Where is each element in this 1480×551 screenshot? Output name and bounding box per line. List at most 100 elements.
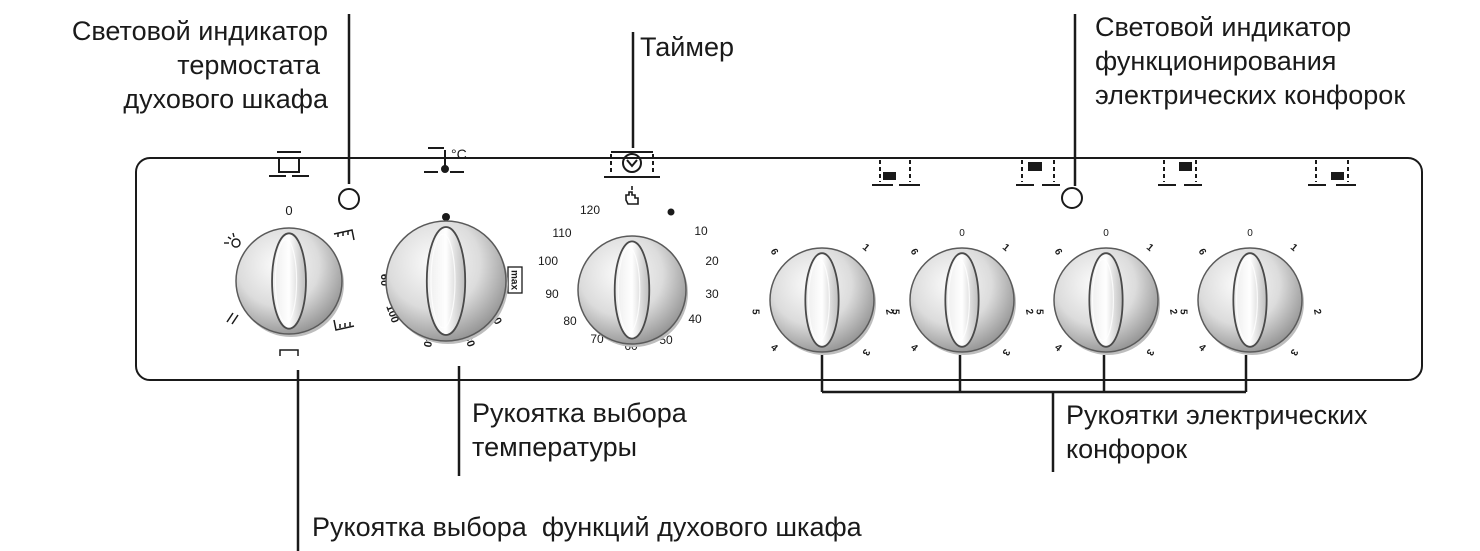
hob-mark: 6 — [1196, 247, 1209, 258]
hob-mark: 2 — [1311, 308, 1323, 316]
hob-knob-1[interactable] — [769, 247, 876, 355]
oven-lamp-icon — [224, 232, 241, 248]
hob-mark: 5 — [889, 309, 900, 315]
hob-mark: 4 — [1196, 342, 1208, 354]
hob-mark: 2 — [1023, 308, 1035, 316]
timer-mark: 30 — [705, 287, 719, 301]
timer-mark: 90 — [545, 287, 559, 301]
timer-mark: 100 — [538, 254, 558, 268]
callout-hob-knobs: Рукоятки электрических конфорок — [1066, 398, 1368, 466]
oven-function-knob[interactable] — [235, 227, 344, 337]
thermometer-icon — [424, 147, 464, 173]
knob-grip — [804, 252, 840, 348]
knob-grip-highlight — [617, 247, 641, 333]
callout-line: Рукоятка выбора — [472, 398, 687, 428]
hob-mark: 4 — [768, 342, 780, 354]
hob-mark: 1 — [860, 242, 872, 254]
knob-grip — [1088, 252, 1124, 348]
knob-grip — [944, 252, 980, 348]
temperature-off-dot — [442, 213, 450, 221]
top-bottom-heat-icon — [333, 229, 355, 241]
callout-oven-thermostat-light: Световой индикатор термостата духового ш… — [72, 14, 328, 116]
manual-hand-icon — [625, 186, 639, 205]
callout-line: температуры — [472, 432, 638, 462]
temperature-mark: max — [508, 270, 519, 290]
hob-mark: 5 — [1177, 309, 1188, 315]
hob-function-light — [1061, 187, 1083, 209]
callout-line: функционирования — [1095, 46, 1337, 76]
function-knob-zero-mark: 0 — [285, 203, 292, 218]
callout-hob-function-light: Световой индикатор функционирования элек… — [1095, 10, 1405, 112]
callout-line: термостата — [177, 50, 320, 80]
knob-grip-highlight — [1235, 258, 1258, 342]
oven-thermostat-light — [338, 188, 360, 210]
timer-mark: 120 — [580, 203, 600, 217]
callout-line: электрических конфорок — [1095, 80, 1406, 110]
fan-heat-icon — [226, 312, 239, 325]
hob-mark: 3 — [859, 347, 872, 358]
callout-line: Световой индикатор — [71, 16, 328, 46]
callout-line: Рукоятки электрических — [1066, 400, 1368, 430]
timer-mark: 80 — [563, 314, 577, 328]
knob-grip-highlight — [807, 258, 830, 342]
hob-zone-rear-right-icon — [1158, 157, 1202, 186]
hob-mark: 3 — [1143, 347, 1156, 358]
callout-line: конфорок — [1066, 434, 1188, 464]
callout-line: духового шкафа — [123, 84, 328, 114]
hob-mark: 5 — [749, 309, 760, 315]
hob-mark: 1 — [1000, 242, 1012, 254]
hob-mark: 1 — [1288, 242, 1300, 254]
grill-icon — [279, 349, 299, 356]
callout-line: Световой индикатор — [1095, 12, 1352, 42]
hob-mark: 6 — [908, 247, 921, 258]
callout-oven-function-knob: Рукоятка выбора функций духового шкафа — [312, 512, 862, 542]
hob-mark: 6 — [1052, 247, 1065, 258]
hob-zone-rear-left-icon — [1016, 157, 1060, 186]
timer-mark: 110 — [552, 226, 571, 240]
hob-zone-front-left-icon — [872, 157, 920, 186]
hob-mark: 3 — [999, 347, 1012, 358]
timer-mark: 70 — [590, 332, 604, 346]
knob-grip — [425, 226, 467, 336]
leader-hob-knobs-bracket — [820, 355, 1248, 472]
hob-zero-mark: 0 — [959, 228, 965, 239]
hob-knob-3[interactable] — [1053, 247, 1160, 355]
timer-knob[interactable] — [577, 235, 688, 347]
hob-mark: 2 — [1167, 308, 1179, 316]
hob-mark: 3 — [1287, 347, 1300, 358]
timer-clock-icon — [604, 151, 660, 178]
oven-function-symbol-icon — [269, 151, 309, 177]
hob-mark: 5 — [1033, 309, 1044, 315]
hob-zone-front-right-icon — [1308, 157, 1356, 186]
timer-scale: 120101101002090308040706050 — [538, 203, 719, 353]
knob-grip-highlight — [274, 239, 298, 323]
knob-grip — [271, 232, 307, 330]
knob-grip-highlight — [1091, 258, 1114, 342]
knob-grip — [1232, 252, 1268, 348]
timer-mark: 40 — [688, 312, 702, 326]
max-grill-icon — [507, 266, 523, 294]
knob-grip-highlight — [430, 233, 456, 329]
timer-mark: 10 — [694, 224, 708, 238]
hob-knob-4[interactable] — [1197, 247, 1304, 355]
hob-knob-2[interactable] — [909, 247, 1016, 355]
hob-mark: 6 — [768, 247, 781, 258]
knobs — [235, 220, 1304, 355]
knob-grip-highlight — [947, 258, 970, 342]
temperature-knob[interactable] — [385, 220, 508, 344]
celsius-unit: °C — [451, 146, 467, 162]
hob-mark: 4 — [1052, 342, 1064, 354]
callout-temperature-knob: Рукоятка выбора температуры — [472, 396, 687, 464]
hob-mark: 1 — [1144, 242, 1156, 254]
bottom-heat-icon — [333, 319, 355, 331]
hob-mark: 4 — [908, 342, 920, 354]
hob-mark: 2 — [883, 308, 895, 316]
callout-timer: Таймер — [640, 32, 734, 62]
hob-zero-mark: 0 — [1103, 228, 1109, 239]
timer-zero-dot — [667, 208, 675, 216]
timer-mark: 20 — [705, 254, 719, 268]
hob-zero-mark: 0 — [1247, 228, 1253, 239]
knob-grip — [613, 240, 651, 340]
